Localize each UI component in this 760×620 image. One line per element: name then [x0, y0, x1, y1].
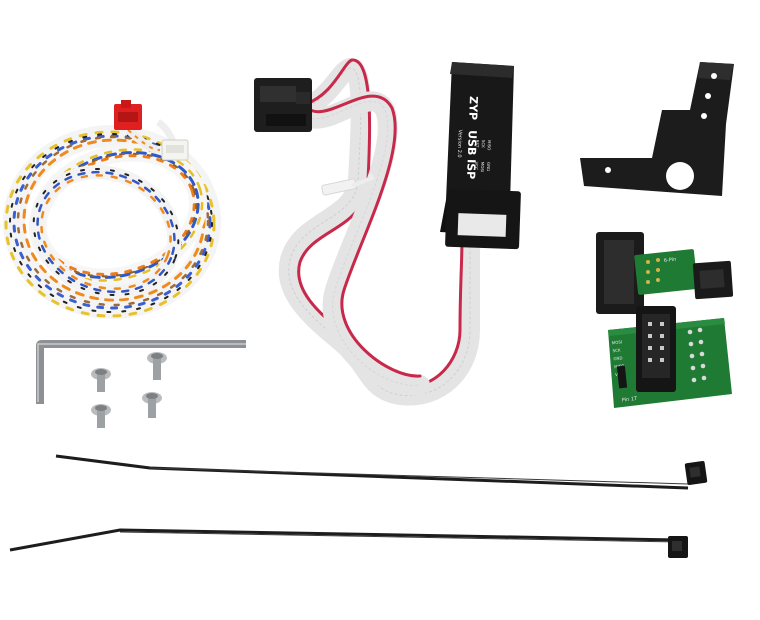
wire-harness-coil	[3, 100, 221, 319]
screw	[147, 352, 167, 380]
screw	[142, 392, 162, 418]
screw-set	[91, 352, 167, 428]
svg-text:VCC: VCC	[474, 162, 479, 171]
white-jst-connector	[161, 139, 189, 161]
programmer-brand-mark: ZYP	[466, 96, 480, 120]
cable-tie-upper	[55, 454, 708, 490]
idc-connector-left	[254, 78, 312, 132]
svg-text:MISO: MISO	[614, 363, 625, 369]
ribbon-cable	[278, 58, 481, 406]
cable-tie-lower	[9, 528, 688, 558]
svg-text:MOSI: MOSI	[480, 162, 485, 172]
svg-text:MISO: MISO	[487, 140, 492, 150]
svg-text:RST: RST	[475, 140, 480, 148]
svg-text:SCK: SCK	[612, 347, 621, 353]
red-jst-connector	[114, 100, 142, 130]
programmer-pin-labels: MISO SCK RST GND MOSI VCC	[474, 140, 492, 173]
svg-text:MOSI: MOSI	[611, 339, 622, 345]
adapter-header-label: 6-Pin	[664, 257, 677, 264]
svg-text:GND: GND	[613, 355, 623, 361]
screw	[91, 368, 111, 392]
black-mounting-bracket	[580, 62, 734, 196]
usb-isp-programmer: ZYP USB ISP Version 2.0 MISO SCK RST GND…	[440, 62, 521, 250]
allen-key	[36, 340, 246, 404]
programmer-model: USB ISP	[464, 130, 479, 180]
programmer-version: Version 2.0	[456, 130, 463, 158]
screw	[91, 404, 111, 428]
pcb-pin-label: Pin 1T	[622, 396, 639, 404]
isp-adapter-pcb: MOSI SCK GND MISO VCC Pin 1T	[608, 306, 732, 408]
header-adapter-board: 6-Pin	[596, 232, 734, 314]
svg-text:SCK: SCK	[481, 140, 486, 149]
ribbon-zip-tie	[321, 173, 375, 196]
svg-text:GND: GND	[486, 162, 491, 171]
